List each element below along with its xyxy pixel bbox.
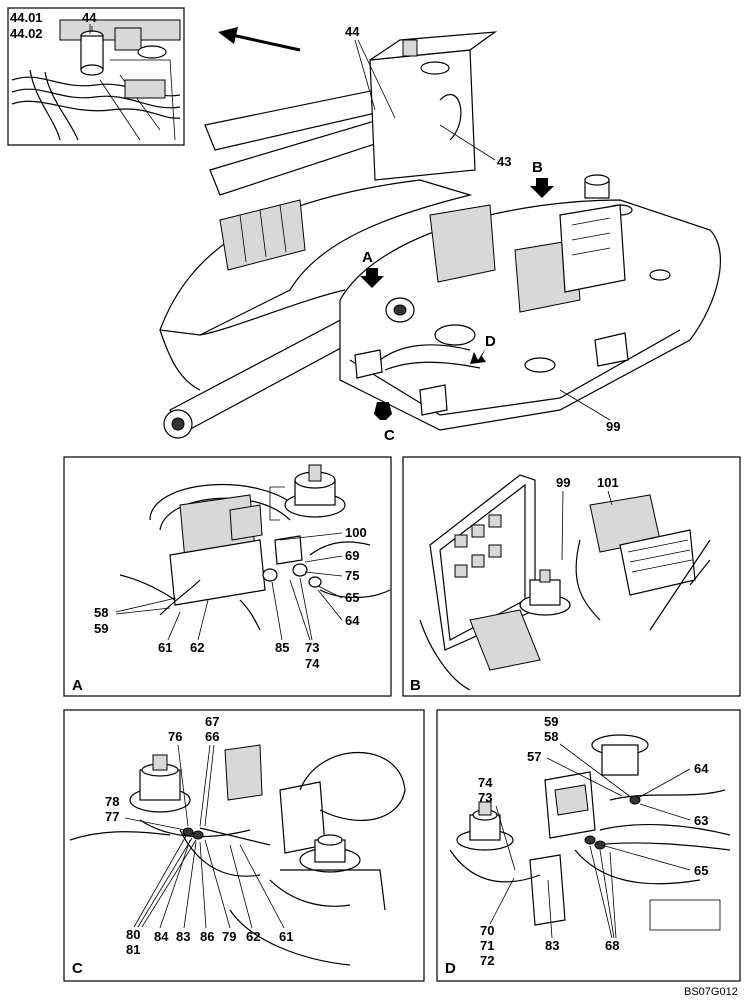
label-c-81: 81 xyxy=(126,942,140,957)
label-a-64: 64 xyxy=(345,613,360,628)
label-d-72: 72 xyxy=(480,953,494,968)
panel-c-letter: C xyxy=(72,960,83,977)
boom-assembly xyxy=(159,84,473,439)
label-c-61: 61 xyxy=(279,929,293,944)
panel-d: D 59 58 57 74 73 64 63 65 70 71 72 83 68 xyxy=(436,709,741,982)
label-a-59: 59 xyxy=(94,621,108,636)
inset-detail xyxy=(7,7,185,146)
direction-arrow xyxy=(218,27,301,52)
label-c-80: 80 xyxy=(126,927,140,942)
label-a-100: 100 xyxy=(345,525,367,540)
drawing-code: BS07G012 xyxy=(684,986,738,998)
label-c-86: 86 xyxy=(200,929,214,944)
label-a-75: 75 xyxy=(345,568,359,583)
label-c-67: 67 xyxy=(205,714,219,729)
label-d-57: 57 xyxy=(527,749,541,764)
label-c-84: 84 xyxy=(154,929,169,944)
label-d-64: 64 xyxy=(694,761,709,776)
panel-b-callouts: 99 101 xyxy=(556,475,619,561)
label-d-63: 63 xyxy=(694,813,708,828)
panel-a: A 100 69 75 65 64 58 59 61 62 85 73 74 xyxy=(63,456,392,697)
main-callouts: 44.01 44.02 44 44 43 B A D C 99 xyxy=(10,10,620,444)
label-a-85: 85 xyxy=(275,640,289,655)
label-d-68: 68 xyxy=(605,938,619,953)
label-a-62: 62 xyxy=(190,640,204,655)
label-b-101: 101 xyxy=(597,475,619,490)
panel-d-callouts: 59 58 57 74 73 64 63 65 70 71 72 83 68 xyxy=(478,714,709,968)
label-44-top: 44 xyxy=(345,24,360,39)
label-a-74: 74 xyxy=(305,656,320,671)
label-c-66: 66 xyxy=(205,729,219,744)
label-a-58: 58 xyxy=(94,605,108,620)
label-c-83: 83 xyxy=(176,929,190,944)
label-d-65: 65 xyxy=(694,863,708,878)
label-44-02: 44.02 xyxy=(10,26,43,41)
panel-a-callouts: 100 69 75 65 64 58 59 61 62 85 73 74 xyxy=(94,525,367,671)
label-d-74: 74 xyxy=(478,775,493,790)
label-d-83: 83 xyxy=(545,938,559,953)
panel-b: B 99 101 xyxy=(402,456,741,697)
main-view: 44.01 44.02 44 44 43 B A D C 99 xyxy=(7,7,721,444)
label-c-79: 79 xyxy=(222,929,236,944)
panel-c: C 67 66 76 78 77 80 81 84 83 86 79 62 xyxy=(63,709,425,982)
panel-b-letter: B xyxy=(410,677,421,694)
label-view-c: C xyxy=(384,427,395,444)
label-a-65: 65 xyxy=(345,590,359,605)
label-d-70: 70 xyxy=(480,923,494,938)
panel-d-letter: D xyxy=(445,960,456,977)
label-view-d: D xyxy=(485,333,496,350)
label-a-61: 61 xyxy=(158,640,172,655)
label-d-58: 58 xyxy=(544,729,558,744)
label-44-inset: 44 xyxy=(82,10,97,25)
label-b-99: 99 xyxy=(556,475,570,490)
label-a-73: 73 xyxy=(305,640,319,655)
panel-c-callouts: 67 66 76 78 77 80 81 84 83 86 79 62 61 xyxy=(105,714,293,957)
label-43: 43 xyxy=(497,154,511,169)
hydraulic-tank xyxy=(369,31,498,181)
engine-mounts xyxy=(354,332,629,416)
label-c-77: 77 xyxy=(105,809,119,824)
label-d-73: 73 xyxy=(478,790,492,805)
label-c-78: 78 xyxy=(105,794,119,809)
label-d-59: 59 xyxy=(544,714,558,729)
label-44-01: 44.01 xyxy=(10,10,43,25)
panel-a-letter: A xyxy=(72,677,83,694)
label-c-62: 62 xyxy=(246,929,260,944)
label-view-b: B xyxy=(532,159,543,176)
label-view-a: A xyxy=(362,249,373,266)
control-valves xyxy=(385,204,626,323)
label-d-71: 71 xyxy=(480,938,494,953)
label-99: 99 xyxy=(606,419,620,434)
label-a-69: 69 xyxy=(345,548,359,563)
label-c-76: 76 xyxy=(168,729,182,744)
